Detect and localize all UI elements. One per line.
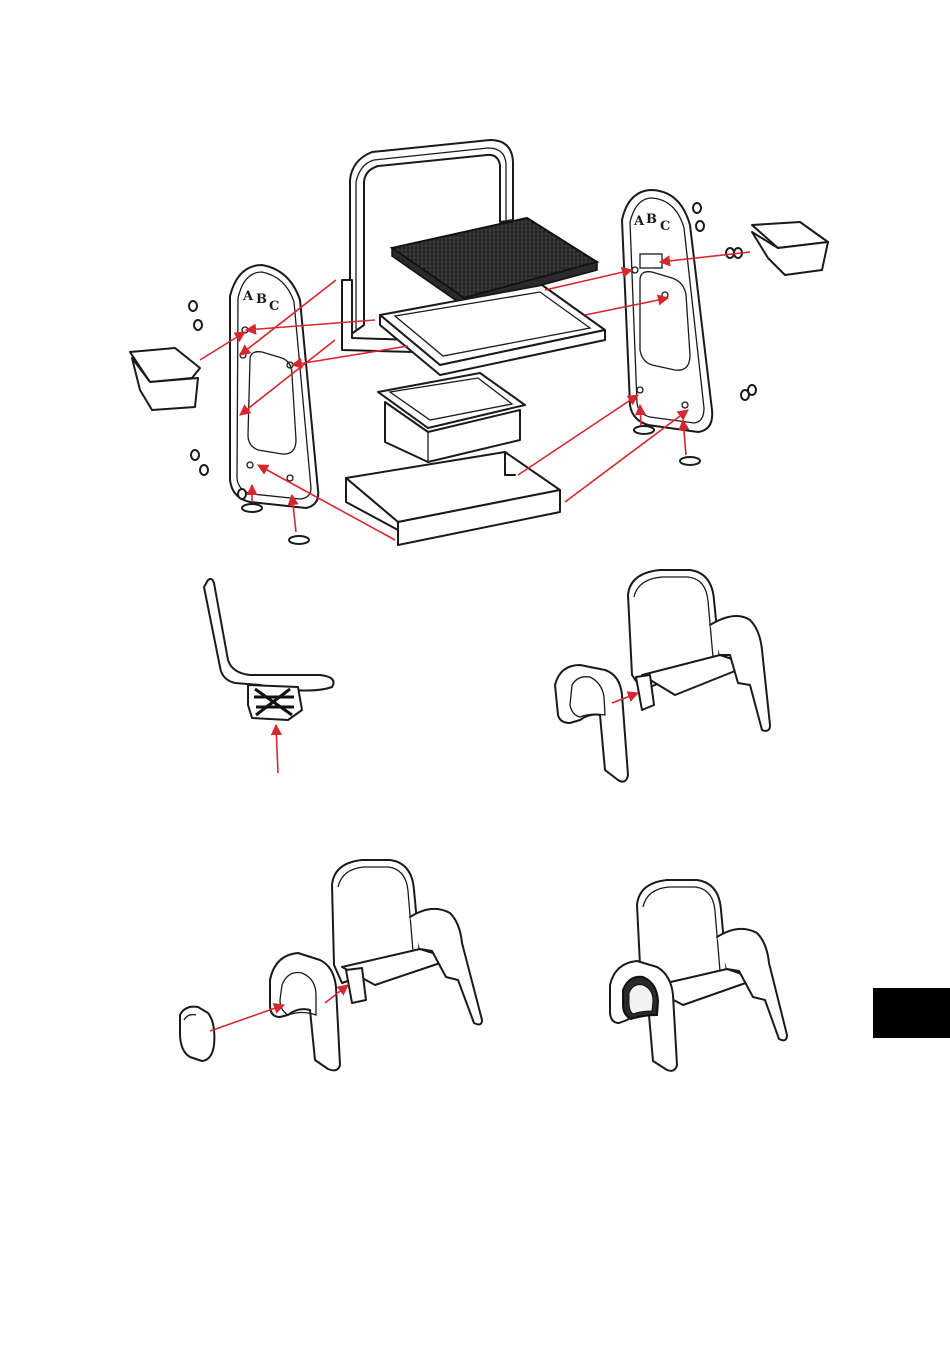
right-panel-letter-a: A — [633, 214, 645, 229]
seat-bracket-figure — [190, 575, 350, 780]
cap-arrow — [210, 1005, 284, 1031]
seat-bracket-drawing — [190, 575, 350, 780]
assembled-chair-figure — [605, 875, 795, 1075]
panel-letter-c: C — [269, 299, 279, 314]
exploded-assembly-drawing: A B C A B C — [0, 120, 950, 570]
panel-bracket-2 — [346, 968, 366, 1003]
left-side-panel: A B C — [230, 265, 318, 508]
attach-panel-figure — [550, 565, 780, 785]
section-tab — [873, 988, 950, 1038]
panel-letter-b: B — [256, 292, 267, 307]
small-bucket — [378, 373, 525, 462]
panel-bracket — [636, 675, 654, 710]
right-basket — [752, 222, 828, 275]
attach-panel-drawing — [550, 565, 780, 785]
side-panel-2 — [270, 953, 340, 1070]
left-basket — [130, 348, 200, 410]
attach-cap-drawing — [170, 855, 490, 1075]
bracket-arrow — [276, 725, 278, 773]
side-cap — [180, 1007, 214, 1061]
right-panel-letter-c: C — [660, 219, 670, 234]
right-panel-letter-b: B — [646, 212, 657, 227]
panel-letter-a: A — [242, 289, 254, 304]
seat-frame — [380, 285, 605, 375]
side-cap-installed — [623, 977, 658, 1019]
side-panel — [555, 665, 628, 782]
seat-bracket — [248, 685, 302, 720]
assembled-chair-drawing — [605, 875, 795, 1075]
attach-cap-figure — [170, 855, 490, 1075]
exploded-assembly-figure: A B C A B C — [0, 120, 950, 570]
